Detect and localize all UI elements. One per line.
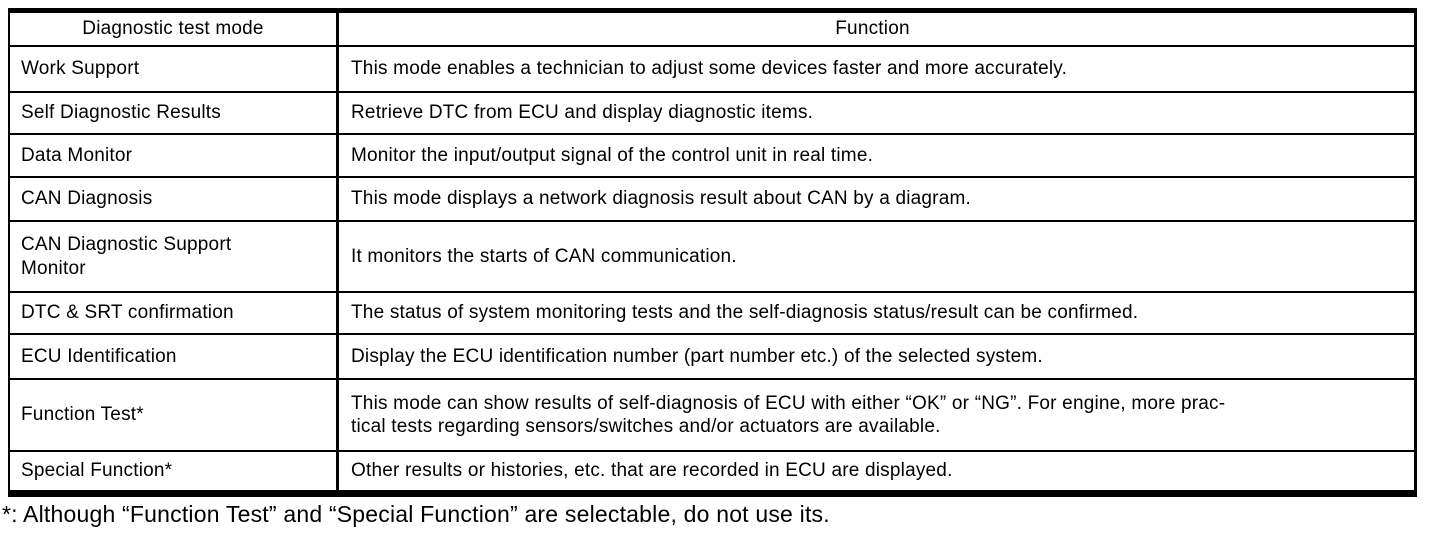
mode-cell: DTC & SRT confirmation [10, 293, 339, 333]
function-cell: This mode can show results of self-diagn… [351, 392, 1226, 437]
mode-cell: Special Function* [10, 452, 339, 490]
mode-cell: CAN Diagnosis [10, 178, 339, 220]
mode-cell: CAN Diagnostic Support Monitor [10, 222, 339, 291]
table-row-special-function: Special Function* Other results or histo… [10, 452, 1414, 490]
table-row-data-monitor: Data Monitor Monitor the input/output si… [10, 135, 1414, 178]
table-row-dtc-srt-confirmation: DTC & SRT confirmation The status of sys… [10, 293, 1414, 335]
function-cell: Other results or histories, etc. that ar… [351, 460, 953, 482]
function-cell: Display the ECU identification number (p… [351, 345, 1043, 367]
column-header-diagnostic-test-mode: Diagnostic test mode [10, 13, 339, 45]
table-row-can-diagnosis: CAN Diagnosis This mode displays a netwo… [10, 178, 1414, 222]
diagnostic-test-mode-table: Diagnostic test mode Function Work Suppo… [8, 8, 1417, 497]
function-cell: This mode displays a network diagnosis r… [351, 188, 971, 210]
mode-cell: Function Test* [10, 380, 339, 450]
table-row-work-support: Work Support This mode enables a technic… [10, 47, 1414, 93]
function-cell: It monitors the starts of CAN communicat… [351, 245, 737, 267]
table-row-can-diagnostic-support-monitor: CAN Diagnostic Support Monitor It monito… [10, 222, 1414, 293]
function-cell: Monitor the input/output signal of the c… [351, 144, 874, 166]
table-row-ecu-identification: ECU Identification Display the ECU ident… [10, 335, 1414, 380]
function-cell: Retrieve DTC from ECU and display diagno… [351, 102, 814, 124]
mode-cell: Work Support [10, 47, 339, 91]
function-cell: This mode enables a technician to adjust… [351, 58, 1068, 80]
mode-cell: ECU Identification [10, 335, 339, 378]
table-row-self-diagnostic-results: Self Diagnostic Results Retrieve DTC fro… [10, 93, 1414, 135]
mode-cell: Data Monitor [10, 135, 339, 176]
footnote: *: Although “Function Test” and “Special… [2, 501, 830, 527]
column-header-function: Function [835, 18, 910, 40]
function-cell: The status of system monitoring tests an… [351, 302, 1139, 324]
table-header-row: Diagnostic test mode Function [10, 13, 1414, 47]
table-row-function-test: Function Test* This mode can show result… [10, 380, 1414, 452]
mode-cell: Self Diagnostic Results [10, 93, 339, 133]
